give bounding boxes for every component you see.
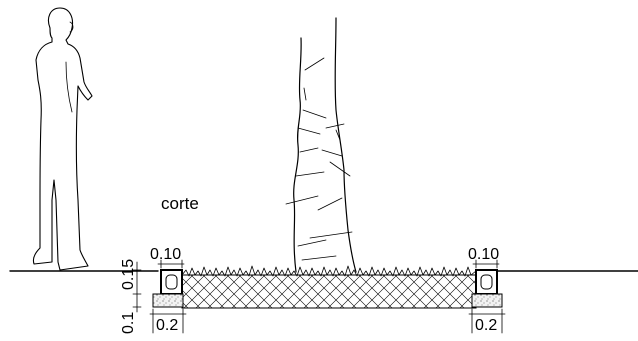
base-height-label: 0.1 bbox=[120, 312, 137, 334]
section-label: corte bbox=[161, 194, 199, 213]
right-curb-inner bbox=[480, 274, 493, 290]
human-ear bbox=[69, 21, 74, 33]
tree-trunk-right bbox=[334, 17, 357, 273]
human-figure bbox=[32, 7, 93, 271]
planting-bed bbox=[181, 274, 477, 309]
left-curb-width-label: 0.10 bbox=[150, 246, 181, 263]
right-base-width-label: 0.2 bbox=[475, 317, 497, 334]
tree-trunk bbox=[293, 37, 302, 273]
right-curb-base bbox=[471, 293, 503, 308]
left-base-width-label: 0.2 bbox=[156, 317, 178, 334]
tree-bark-marks bbox=[285, 57, 353, 261]
grass-line bbox=[181, 265, 477, 277]
right-curb-width-label: 0.10 bbox=[468, 246, 499, 263]
curb-height-label: 0.15 bbox=[120, 259, 137, 290]
left-curb-inner bbox=[165, 274, 178, 290]
left-curb-base bbox=[152, 293, 184, 308]
human-arm bbox=[65, 61, 73, 113]
